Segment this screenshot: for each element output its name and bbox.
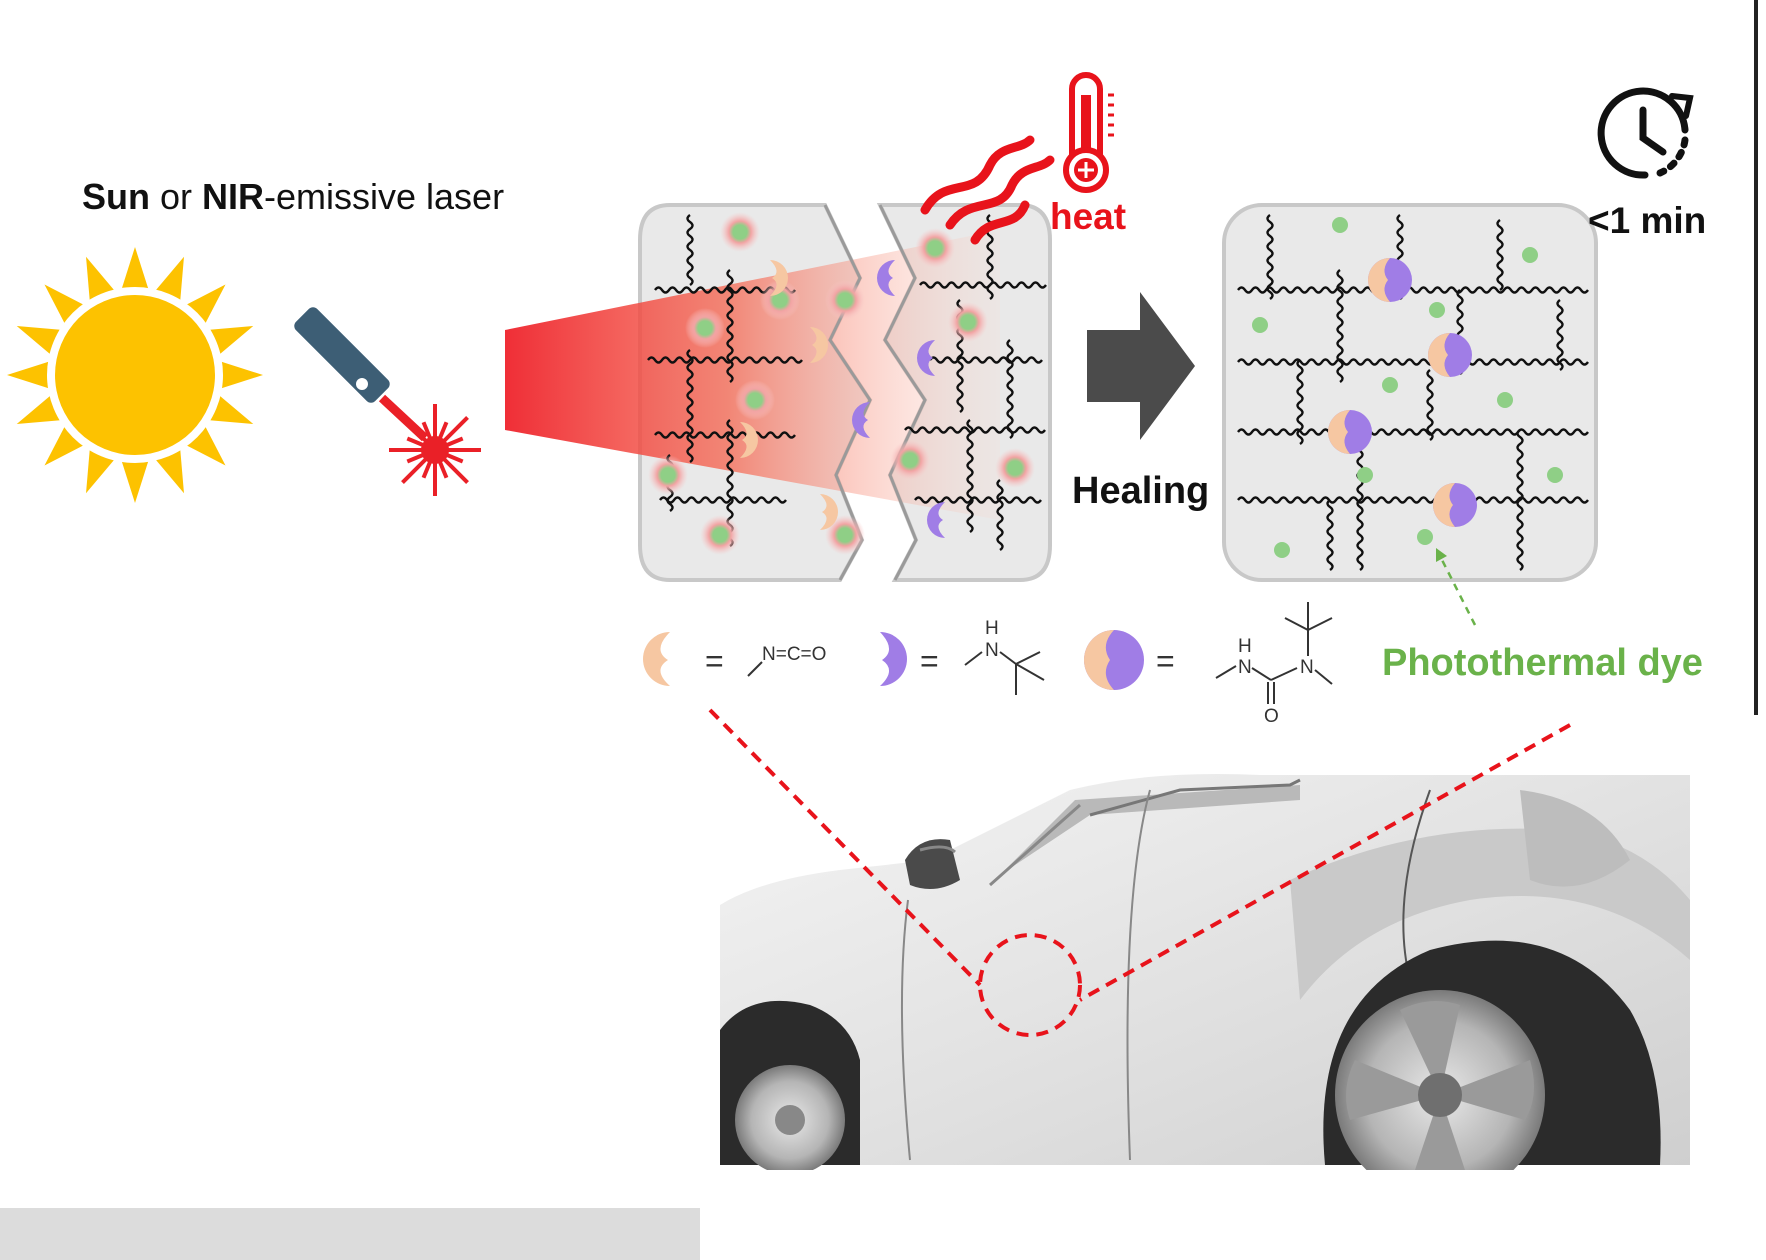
healed-polymer-panel <box>1222 203 1598 582</box>
urea-O: O <box>1264 706 1279 727</box>
heat-waves-icon <box>920 135 1055 245</box>
amine-H: H <box>985 618 999 639</box>
reactive-units-left <box>740 260 945 538</box>
clock-icon <box>1597 87 1694 179</box>
laser-word: -emissive laser <box>264 176 505 217</box>
healing-label: Healing <box>1072 470 1210 512</box>
zoom-callout <box>708 708 1571 1037</box>
bottom-band <box>0 1208 720 1260</box>
photothermal-dye-label: Photothermal dye <box>1382 642 1703 684</box>
polymer-chains-right <box>1237 214 1589 571</box>
car-illustration <box>700 774 1766 1260</box>
sun-word: Sun <box>82 176 150 217</box>
crack-right <box>878 204 927 581</box>
or-word: or <box>150 176 203 217</box>
time-label: <1 min <box>1588 200 1707 241</box>
equals-sign: = <box>705 643 724 679</box>
sun-icon <box>7 247 263 503</box>
isocyanate-formula: N=C=O <box>762 644 826 665</box>
equals-sign-3: = <box>1156 643 1175 679</box>
amine-unit-icon <box>880 632 907 686</box>
urea-bonds-right <box>1328 258 1477 527</box>
photothermal-dyes-left <box>648 212 1035 555</box>
dye-pointer-arrow <box>1436 551 1477 626</box>
laser-pointer-icon <box>294 307 481 496</box>
photothermal-dyes-right <box>1252 217 1563 558</box>
laser-beam <box>505 230 1000 520</box>
thermometer-icon <box>1063 72 1114 193</box>
amine-N: N <box>985 640 999 661</box>
light-source-label: Sun or NIR-emissive laser <box>82 176 504 218</box>
legend-equations: = N=C=O = N H = H N N O <box>643 602 1333 727</box>
heat-label: heat <box>1050 196 1127 237</box>
urea-N2: N <box>1300 657 1314 678</box>
nir-word: NIR <box>202 176 265 217</box>
isocyanate-unit-icon <box>643 632 670 686</box>
urea-H: H <box>1238 636 1252 657</box>
healing-arrow-icon <box>1087 292 1195 440</box>
urea-N1: N <box>1238 657 1252 678</box>
equals-sign-2: = <box>920 643 939 679</box>
